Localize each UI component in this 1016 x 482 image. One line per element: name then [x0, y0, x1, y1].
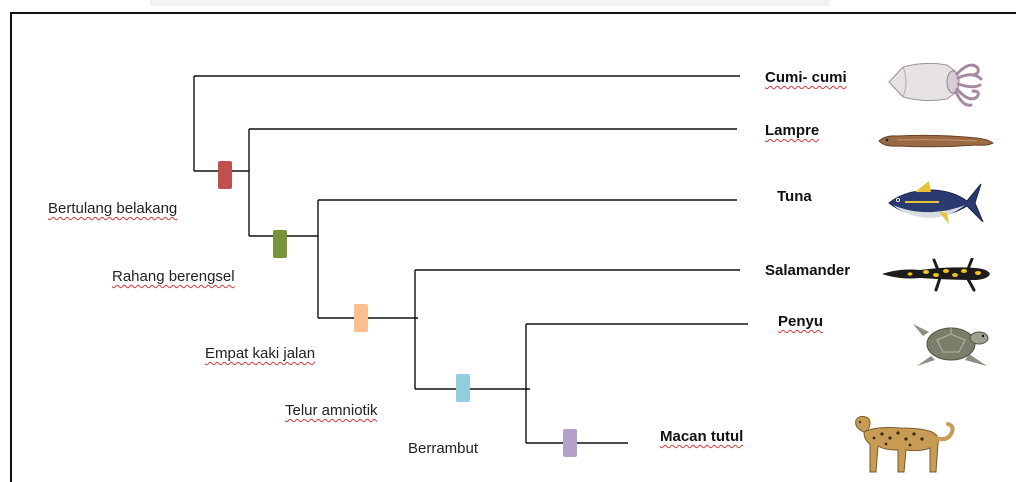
top-strip [150, 0, 830, 6]
salamander-icon [882, 258, 990, 292]
taxon-leopard: Macan tutul [660, 428, 744, 445]
lamprey-icon [878, 134, 994, 148]
trait-marker-hair [563, 429, 577, 457]
trait-label-jaw: Rahang berengsel [112, 268, 235, 285]
tuna-icon [888, 181, 984, 224]
taxon-squid: Cumi- cumi [765, 69, 847, 86]
sea-turtle-icon [913, 324, 989, 366]
trait-marker-amniotic-egg [456, 374, 470, 402]
taxon-salamander: Salamander [765, 262, 851, 279]
trait-label-hair: Berrambut [408, 440, 479, 457]
diagram-frame [10, 12, 1016, 482]
taxon-turtle: Penyu [778, 313, 824, 330]
trait-marker-vertebrae [218, 161, 232, 189]
trait-marker-four-legs [354, 304, 368, 332]
trait-marker-jaw [273, 230, 287, 258]
squid-icon [888, 62, 983, 107]
leopard-icon [855, 415, 955, 473]
trait-label-amniotic-egg: Telur amniotik [285, 402, 378, 419]
trait-label-vertebrae: Bertulang belakang [48, 200, 178, 217]
trait-label-four-legs: Empat kaki jalan [205, 345, 316, 362]
taxon-tuna: Tuna [777, 188, 812, 205]
taxon-lamprey: Lampre [765, 122, 820, 139]
